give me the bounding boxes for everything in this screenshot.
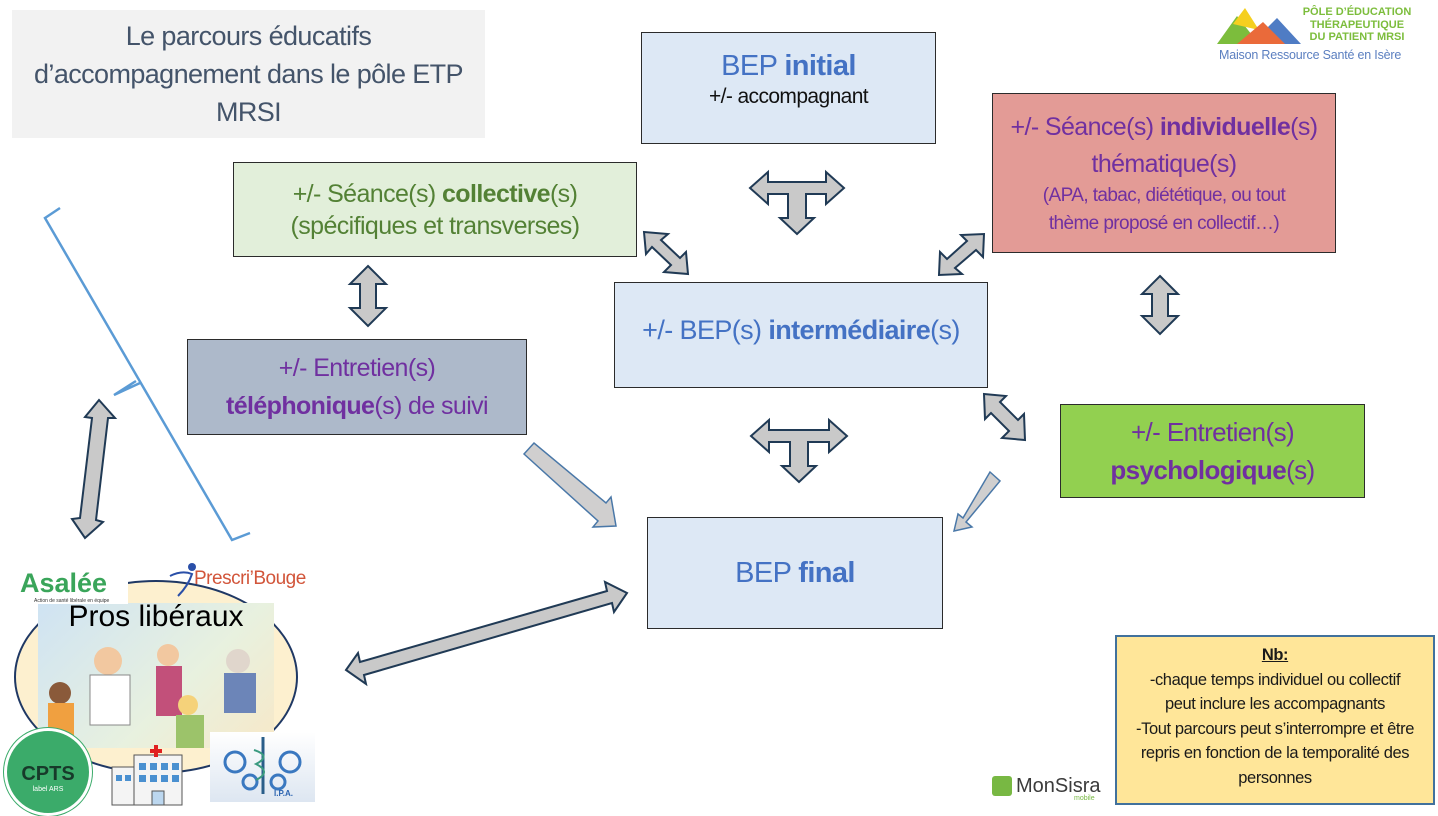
asalee-name: Asalée (20, 568, 108, 598)
logo-line-1: PÔLE D’ÉDUCATION (1302, 6, 1412, 18)
arrow-psychologique-final (952, 470, 1002, 532)
bep-initial-bold: initial (784, 50, 856, 82)
title-line-3: MRSI (215, 97, 282, 127)
arrow-telephonique-final (522, 441, 617, 528)
intermediaire-title: +/- BEP(s) intermédiaire(s) (642, 315, 960, 346)
bep-initial-subtitle: +/- accompagnant (708, 85, 869, 108)
individuelle-line-3: (APA, tabac, diététique, ou tout (1042, 185, 1286, 206)
note-heading: Nb: (1261, 646, 1289, 664)
node-seance-individuelle[interactable]: +/- Séance(s) individuelle(s) thématique… (992, 93, 1336, 253)
monsisra-tag: mobile (1074, 795, 1095, 802)
bep-initial-prefix: BEP (721, 50, 785, 82)
telephonique-line-1: +/- Entretien(s) (278, 354, 436, 382)
note-line: -Tout parcours peut s’interrompre et êtr… (1136, 719, 1414, 738)
pros-liberaux-title: Pros libéraux (68, 600, 244, 633)
asalee-tagline: Action de santé libérale en équipe (34, 598, 110, 604)
cpts-name: CPTS (21, 763, 75, 785)
telephonique-line-2: téléphonique(s) de suivi (225, 387, 489, 425)
node-bep-final[interactable]: BEP final (647, 517, 943, 629)
monsisra-icon (992, 776, 1012, 796)
intermediaire-suffix: (s) (930, 314, 960, 345)
partners-cluster: Pros libéraux Asalée Action de santé lib… (0, 540, 330, 816)
hospital-icon (111, 745, 183, 806)
psychologique-line-1: +/- Entretien(s) (1130, 417, 1295, 447)
monsisra-logo: MonSisra mobile (990, 773, 1110, 803)
note-line: personnes (1238, 768, 1312, 787)
cpts-label: label ARS (32, 786, 64, 793)
ipa-logo: I.P.A. (210, 732, 315, 802)
telephonique-bold: téléphonique (225, 392, 375, 420)
cpts-logo: CPTS label ARS (4, 728, 92, 816)
bep-final-prefix: BEP (735, 556, 799, 589)
title-line-2: d’accompagnement dans le pôle ETP (34, 59, 464, 89)
diagram-title: Le parcours éducatifs d’accompagnement d… (12, 10, 485, 138)
title-line-1: Le parcours éducatifs (125, 21, 372, 51)
intermediaire-prefix: +/- BEP(s) (642, 314, 769, 345)
individuelle-bold: individuelle (1159, 113, 1291, 141)
t-arrow-initial (748, 169, 846, 236)
node-bep-initial[interactable]: BEP initial +/- accompagnant (641, 32, 936, 144)
runner-icon (169, 563, 196, 597)
psychologique-line-2: psychologique(s) (1110, 451, 1315, 489)
prescri-bouge-logo: Prescri’Bouge (162, 562, 310, 602)
arrow-bracket-pros (70, 398, 118, 540)
note-line: peut inclure les accompagnants (1164, 695, 1386, 713)
intermediaire-bold: intermédiaire (768, 314, 931, 345)
ipa-label: I.P.A. (274, 789, 293, 798)
psychologique-suffix: (s) (1286, 455, 1315, 485)
bep-initial-title: BEP initial (721, 49, 856, 83)
individuelle-suffix: (s) (1290, 113, 1318, 141)
asalee-logo: Asalée Action de santé libérale en équip… (16, 568, 128, 604)
note-box: Nb: -chaque temps individuel ou collecti… (1115, 635, 1435, 805)
arrow-individuelle-intermediaire (937, 232, 986, 277)
collective-suffix: (s) (549, 179, 578, 208)
individuelle-line-1: +/- Séance(s) individuelle(s) (1010, 108, 1319, 146)
arrow-collective-intermediaire (642, 230, 690, 276)
monsisra-name: MonSisra (1016, 775, 1101, 797)
collective-line-1: +/- Séance(s) collective(s) (293, 178, 578, 210)
note-line: -chaque temps individuel ou collectif (1149, 670, 1401, 689)
individuelle-line-2: thématique(s) (1091, 150, 1237, 178)
node-seance-collective[interactable]: +/- Séance(s) collective(s) (spécifiques… (233, 162, 637, 257)
t-arrow-intermediaire (749, 417, 849, 484)
telephonique-suffix: (s) de suivi (374, 392, 489, 420)
pros-liberaux-illustration (38, 603, 274, 748)
people-illustration-icon (48, 644, 256, 748)
mountains-icon (1217, 8, 1301, 44)
collective-prefix: +/- Séance(s) (292, 179, 442, 208)
psychologique-bold: psychologique (1110, 455, 1287, 485)
bep-final-title: BEP final (735, 557, 855, 590)
arrow-individuelle-psychologique (1139, 274, 1181, 336)
collective-line-2: (spécifiques et transverses) (290, 211, 580, 240)
individuelle-prefix: +/- Séance(s) (1010, 113, 1160, 141)
bracket (43, 206, 251, 542)
arrow-collective-telephonique (347, 264, 389, 328)
gears-caduceus-icon (223, 737, 302, 794)
node-entretien-psychologique[interactable]: +/- Entretien(s) psychologique(s) (1060, 404, 1365, 498)
bep-final-bold: final (798, 556, 855, 589)
note-line: repris en fonction de la temporalité des (1140, 744, 1410, 762)
prescri-bouge-name: Prescri’Bouge (194, 568, 306, 589)
collective-bold: collective (442, 179, 551, 208)
logo-line-2: THÉRAPEUTIQUE (1309, 18, 1405, 31)
arrow-intermediaire-psychologique (982, 392, 1027, 442)
logo-line-3: DU PATIENT MRSI (1309, 31, 1405, 43)
arrow-pros-final (344, 580, 629, 687)
mrsi-logo: PÔLE D’ÉDUCATION THÉRAPEUTIQUE DU PATIEN… (1215, 4, 1435, 68)
logo-subtitle: Maison Ressource Santé en Isère (1219, 48, 1402, 62)
individuelle-line-4: thème proposé en collectif…) (1048, 213, 1280, 234)
node-entretien-telephonique[interactable]: +/- Entretien(s) téléphonique(s) de suiv… (187, 339, 527, 435)
node-bep-intermediaire[interactable]: +/- BEP(s) intermédiaire(s) (614, 282, 988, 388)
